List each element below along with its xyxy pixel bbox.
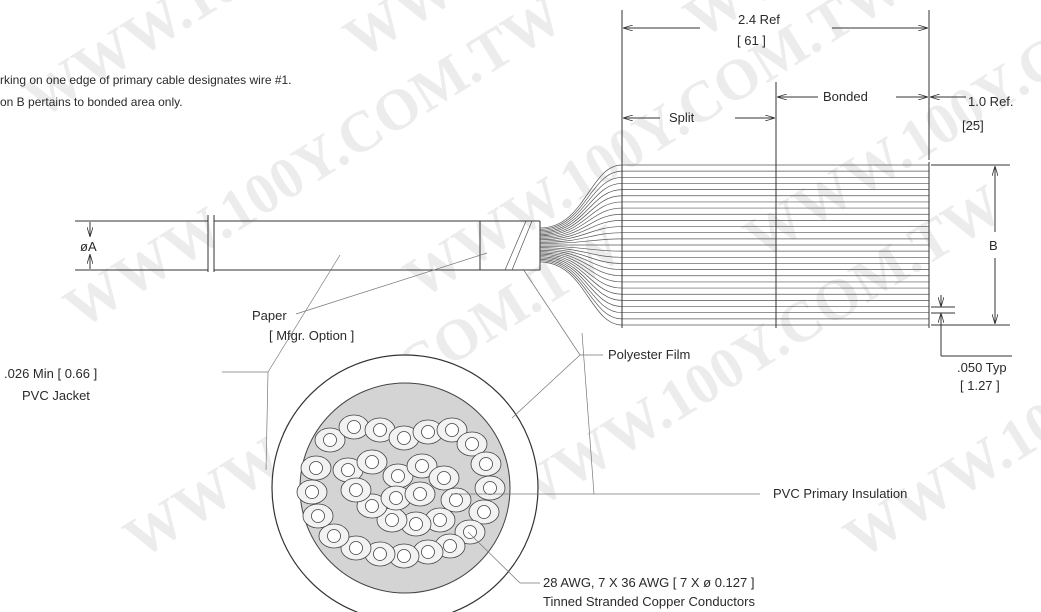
conductor-core	[347, 420, 361, 434]
fan-wire	[539, 207, 623, 238]
fan-wire	[539, 249, 623, 270]
end-ref-mm: [25]	[962, 118, 984, 133]
note-line-1: rking on one edge of primary cable desig…	[0, 73, 292, 87]
fan-wire	[539, 245, 623, 252]
polyester-film-label: Polyester Film	[608, 347, 690, 362]
conductor-core	[421, 545, 435, 559]
fan-wire	[539, 170, 623, 230]
conductor-core	[311, 509, 325, 523]
fan-wire	[539, 255, 623, 295]
note-line-2: on B pertains to bonded area only.	[0, 95, 183, 109]
fan-wire	[539, 220, 623, 241]
conductor-core	[445, 423, 459, 437]
conductor-core	[341, 463, 355, 477]
conductor-core	[437, 471, 451, 485]
width-b-dimension	[931, 164, 1010, 326]
conductor-core	[323, 433, 337, 447]
conductor-core	[449, 493, 463, 507]
fan-wire	[539, 201, 623, 237]
conductor-core	[365, 455, 379, 469]
conductor-core	[465, 437, 479, 451]
conductor-cross-sections	[296, 414, 506, 569]
conductor-core	[327, 529, 341, 543]
conductor-core	[373, 547, 387, 561]
fan-wire	[539, 164, 623, 229]
width-b-label: B	[989, 238, 998, 253]
fan-wire	[539, 226, 623, 242]
bonded-label: Bonded	[823, 89, 868, 104]
fan-wire	[539, 257, 623, 307]
pitch-label: .050 Typ	[957, 360, 1007, 375]
conductor-core	[483, 481, 497, 495]
conductor-core	[349, 483, 363, 497]
primary-insulation-label: PVC Primary Insulation	[773, 486, 907, 501]
top-dimension-lines	[621, 10, 966, 195]
fan-wire	[539, 259, 623, 314]
fan-wire	[539, 176, 623, 231]
conductor-core	[391, 469, 405, 483]
paper-label: Paper	[252, 308, 287, 323]
conductor-core	[365, 499, 379, 513]
conductor-core	[479, 457, 493, 471]
fan-wire	[539, 189, 623, 234]
fan-wire	[539, 251, 623, 277]
fan-wire	[539, 247, 623, 258]
end-ref-label: 1.0 Ref.	[968, 94, 1014, 109]
conductor-core	[397, 431, 411, 445]
conductor-core	[443, 539, 457, 553]
conductor-core	[477, 505, 491, 519]
conductor-type-label: Tinned Stranded Copper Conductors	[543, 594, 755, 609]
fan-wire	[539, 253, 623, 289]
conductor-gauge-label: 28 AWG, 7 X 36 AWG [ 7 X ø 0.127 ]	[543, 575, 754, 590]
conductor-core	[349, 541, 363, 555]
fan-out-wires	[539, 164, 623, 326]
conductor-core	[309, 461, 323, 475]
pvc-jacket-label: PVC Jacket	[22, 388, 90, 403]
split-label: Split	[669, 110, 695, 125]
fan-wire	[539, 195, 623, 235]
conductor-core	[433, 513, 447, 527]
pitch-dimension	[931, 295, 1012, 357]
diameter-a-label: øA	[80, 239, 97, 254]
conductor-core	[389, 491, 403, 505]
paper-option-label: [ Mfgr. Option ]	[269, 328, 354, 343]
fan-wire	[539, 260, 623, 320]
conductor-core	[409, 517, 423, 531]
conductor-core	[413, 487, 427, 501]
fan-wire	[539, 238, 623, 245]
conductor-core	[415, 459, 429, 473]
conductor-core	[305, 485, 319, 499]
fan-wire	[539, 232, 623, 243]
fan-wire	[539, 248, 623, 264]
fan-wire	[539, 261, 623, 326]
fan-wire	[539, 252, 623, 283]
conductor-core	[397, 549, 411, 563]
jacket-thickness-label: .026 Min [ 0.66 ]	[4, 366, 97, 381]
fan-wire	[539, 183, 623, 233]
fan-wire	[539, 213, 623, 239]
fan-wire	[539, 256, 623, 301]
conductor-core	[463, 525, 477, 539]
overall-ref-label: 2.4 Ref	[738, 12, 780, 27]
cable-jacket-side-view	[75, 215, 541, 272]
conductor-core	[373, 423, 387, 437]
conductor-core	[421, 425, 435, 439]
leader-lines	[222, 252, 760, 584]
pitch-mm: [ 1.27 ]	[960, 378, 1000, 393]
overall-ref-mm: [ 61 ]	[737, 33, 766, 48]
conductor-core	[385, 513, 399, 527]
